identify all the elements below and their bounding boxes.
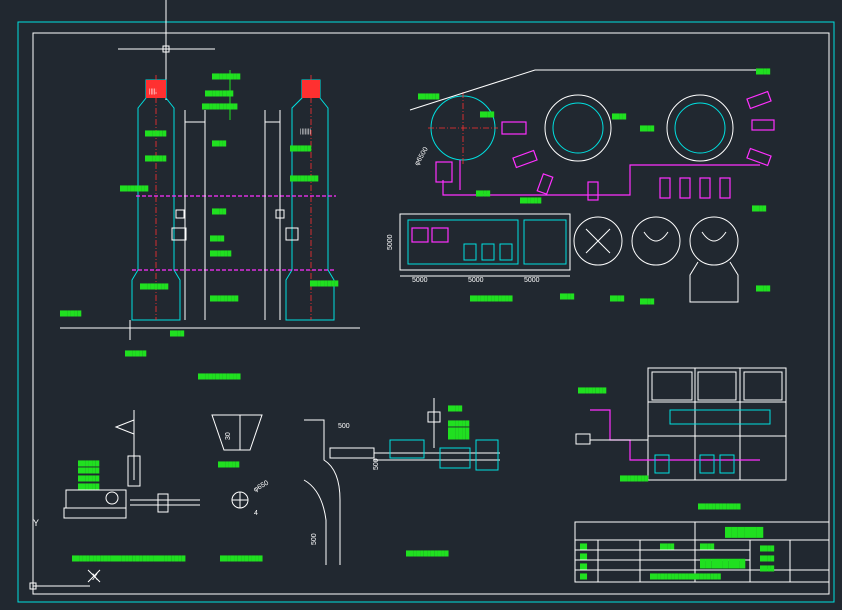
svg-text:████: ████ <box>212 208 227 215</box>
svg-text:████: ████ <box>756 68 771 75</box>
svg-text:████: ████ <box>640 298 655 305</box>
svg-text:██████: ██████ <box>448 427 470 434</box>
svg-text:████████: ████████ <box>290 175 319 182</box>
svg-text:██: ██ <box>580 543 588 550</box>
svg-text:██████: ██████ <box>725 526 764 538</box>
dimension-650: φ650 <box>253 480 271 494</box>
svg-text:██████: ██████ <box>418 93 440 100</box>
svg-text:██████: ██████ <box>218 461 240 468</box>
svg-text:████: ████ <box>212 140 227 147</box>
svg-text:████████████: ████████████ <box>406 550 449 557</box>
svg-text:████████████████████: ████████████████████ <box>650 573 721 580</box>
svg-text:████████████: ████████████ <box>198 373 241 380</box>
dimension-4: 4 <box>254 510 258 517</box>
svg-text:████: ████ <box>448 405 463 412</box>
svg-text:████: ████ <box>700 543 715 550</box>
svg-text:██: ██ <box>580 553 588 560</box>
svg-text:████████: ████████ <box>212 73 241 80</box>
svg-text:██████: ██████ <box>78 467 100 474</box>
pump-elevation-diagram: ██████ ██████ ██████ ██████ ████████████… <box>63 410 200 562</box>
svg-text:████: ████ <box>756 285 771 292</box>
svg-text:██████: ██████ <box>520 197 542 204</box>
dimension-height-5000: 5000 <box>387 234 394 250</box>
svg-text:████████: ████████ <box>578 387 607 394</box>
svg-text:██████: ██████ <box>290 145 312 152</box>
cone-detail-diagram: 30 ██████ φ650 4 ████████████ <box>211 414 271 562</box>
svg-text:████: ████ <box>660 543 675 550</box>
svg-text:██████: ██████ <box>60 310 82 317</box>
svg-text:|||||: ||||| <box>149 89 157 95</box>
svg-text:██: ██ <box>580 563 588 570</box>
svg-text:██████: ██████ <box>145 130 167 137</box>
svg-text:██████: ██████ <box>78 483 100 490</box>
dimension-5000-c: 5000 <box>524 277 540 284</box>
inner-frame <box>32 32 830 595</box>
dimension-30: 30 <box>225 432 232 440</box>
svg-text:████: ████ <box>760 565 775 572</box>
dimension-500c: 500 <box>311 533 318 545</box>
svg-text:████: ████ <box>476 190 491 197</box>
svg-text:████████: ████████ <box>120 185 149 192</box>
svg-text:████: ████ <box>560 293 575 300</box>
svg-text:████: ████ <box>760 545 775 552</box>
svg-text:████: ████ <box>480 111 495 118</box>
ucs-y-label: Y <box>33 518 39 528</box>
svg-text:██████: ██████ <box>78 460 100 467</box>
svg-text:████████: ████████ <box>210 295 239 302</box>
building-elevation-diagram: ████████ ████████ ████████████ <box>575 367 787 510</box>
svg-text:████████: ████████ <box>140 283 169 290</box>
dimension-500: 500 <box>338 423 350 430</box>
twin-tower-process-diagram: ||||| ||||||| ████████ ████████ ████████… <box>60 70 360 380</box>
svg-text:██████████: ██████████ <box>202 103 238 110</box>
svg-text:████: ████ <box>610 295 625 302</box>
svg-text:████: ████ <box>760 555 775 562</box>
svg-text:████: ████ <box>170 330 185 337</box>
svg-text:██████: ██████ <box>448 420 470 427</box>
dimension-5000-a: 5000 <box>412 277 428 284</box>
outer-frame <box>17 21 835 603</box>
svg-text:██████: ██████ <box>145 155 167 162</box>
ucs-icon: Y X <box>29 518 101 590</box>
svg-text:████████████: ████████████ <box>470 295 513 302</box>
svg-text:████████: ████████ <box>700 558 746 569</box>
svg-text:██████: ██████ <box>448 433 470 440</box>
duct-detail-diagram: 500 500 500 ████ ██████ ██████ ██████ ██… <box>303 398 500 565</box>
svg-text:████: ████ <box>210 235 225 242</box>
svg-text:████████: ████████ <box>205 90 234 97</box>
dimension-diameter-6500: φ6500 <box>414 146 430 167</box>
dimension-5000-b: 5000 <box>468 277 484 284</box>
svg-text:██: ██ <box>580 573 588 580</box>
svg-text:|||||||: ||||||| <box>300 129 311 135</box>
svg-text:████: ████ <box>612 113 627 120</box>
svg-text:██████████████████████████████: ████████████████████████████████ <box>72 555 186 562</box>
title-block: ██████ ████ ████ ████████ ████ ████ ████… <box>574 521 830 583</box>
dimension-500b: 500 <box>373 458 380 470</box>
svg-text:██████: ██████ <box>78 475 100 482</box>
svg-text:██████: ██████ <box>125 350 147 357</box>
svg-text:████: ████ <box>752 205 767 212</box>
svg-text:██████: ██████ <box>210 250 232 257</box>
svg-text:████████: ████████ <box>310 280 339 287</box>
svg-text:████████: ████████ <box>620 475 649 482</box>
plan-view-diagram: 5000 5000 5000 5000 φ6500 ██████ ████ ██… <box>387 68 775 305</box>
svg-text:████: ████ <box>640 125 655 132</box>
svg-text:████████████: ████████████ <box>220 555 263 562</box>
svg-text:████████████: ████████████ <box>698 503 741 510</box>
